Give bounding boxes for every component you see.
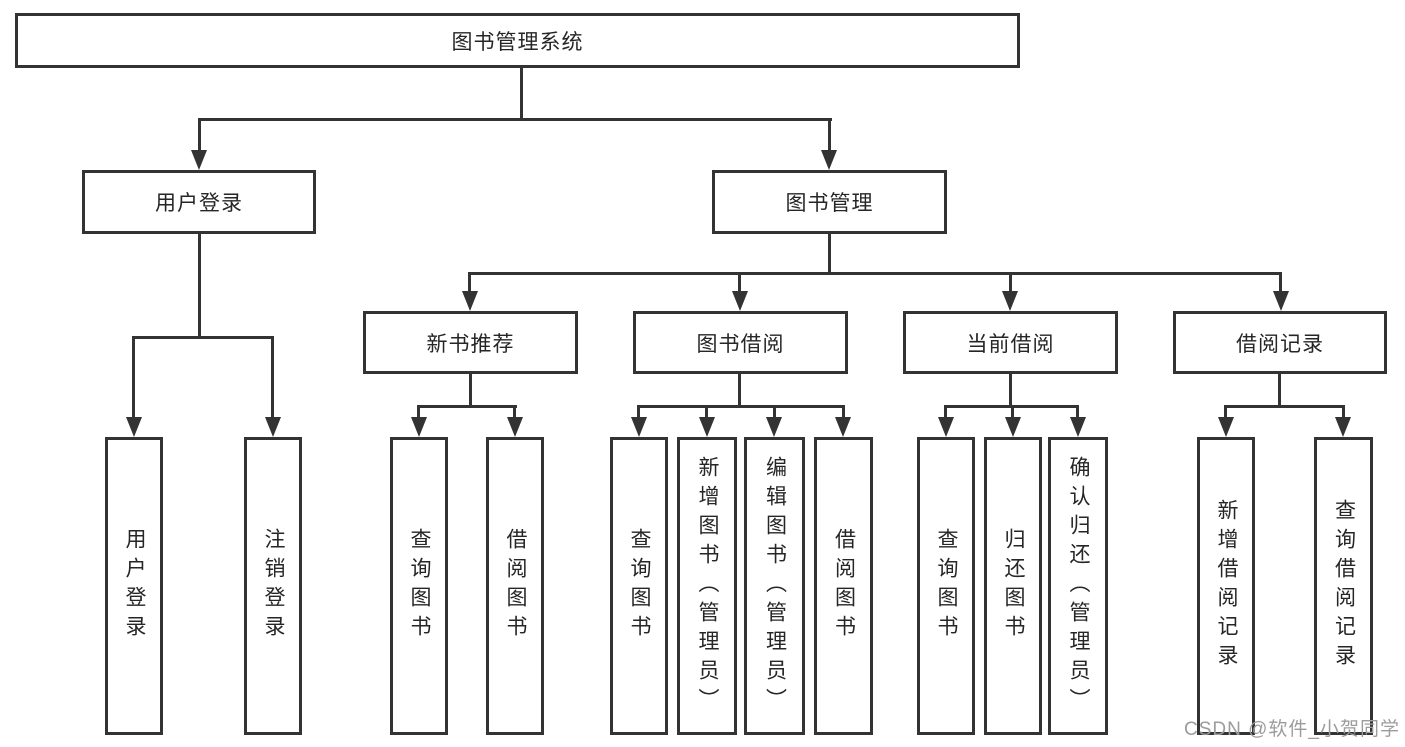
node-user-login: 用户登录 xyxy=(82,170,316,234)
leaf-add-book-admin: 新增图书（管理员） xyxy=(677,437,737,735)
arrow-down-icon xyxy=(1218,417,1234,437)
connector-line xyxy=(132,336,135,417)
leaf-logout: 注销登录 xyxy=(244,437,302,735)
connector-line xyxy=(1278,374,1281,405)
connector-line xyxy=(1224,405,1227,417)
connector-line xyxy=(132,336,274,339)
node-library-system: 图书管理系统 xyxy=(15,13,1020,68)
node-borrowing-records: 借阅记录 xyxy=(1173,311,1387,374)
connector-line xyxy=(738,272,741,291)
node-label: 图书管理系统 xyxy=(451,30,584,54)
leaf-borrow-books-2: 借阅图书 xyxy=(814,437,873,735)
node-label: 当前借阅 xyxy=(966,332,1055,356)
node-label: 图书管理 xyxy=(785,192,874,215)
node-label: 借阅图书 xyxy=(504,528,528,644)
arrow-down-icon xyxy=(191,150,207,170)
node-new-book-recommend: 新书推荐 xyxy=(363,311,578,374)
node-book-borrowing: 图书借阅 xyxy=(633,311,848,374)
node-current-borrowing: 当前借阅 xyxy=(903,311,1118,374)
connector-line xyxy=(1009,374,1012,405)
connector-line xyxy=(468,272,471,291)
connector-line xyxy=(468,272,1282,275)
connector-line xyxy=(271,336,274,417)
connector-line xyxy=(773,405,776,417)
connector-line xyxy=(1279,272,1282,291)
leaf-query-books-2: 查询图书 xyxy=(610,437,668,735)
leaf-confirm-return-admin: 确认归还（管理员） xyxy=(1048,437,1108,735)
arrow-down-icon xyxy=(1005,417,1021,437)
connector-line xyxy=(1342,405,1345,417)
arrow-down-icon xyxy=(631,417,647,437)
connector-line xyxy=(705,405,708,417)
node-label: 借阅图书 xyxy=(832,528,856,644)
watermark: CSDN @软件_小贺同学 xyxy=(1184,719,1400,740)
connector-line xyxy=(513,405,516,417)
arrow-down-icon xyxy=(1070,417,1086,437)
leaf-query-books-3: 查询图书 xyxy=(917,437,975,735)
node-label: 归还图书 xyxy=(1002,528,1026,644)
leaf-query-borrow-record: 查询借阅记录 xyxy=(1314,437,1373,735)
node-label: 查询图书 xyxy=(935,528,959,644)
node-label: 新书推荐 xyxy=(426,332,515,356)
connector-line xyxy=(198,118,832,121)
arrow-down-icon xyxy=(1273,291,1289,311)
connector-line xyxy=(520,68,523,118)
leaf-edit-book-admin: 编辑图书（管理员） xyxy=(744,437,805,735)
connector-line xyxy=(944,405,947,417)
connector-line xyxy=(417,405,420,417)
arrow-down-icon xyxy=(507,417,523,437)
connector-line xyxy=(198,118,201,150)
leaf-user-login: 用户登录 xyxy=(105,437,163,735)
arrow-down-icon xyxy=(411,417,427,437)
leaf-return-book: 归还图书 xyxy=(984,437,1042,735)
leaf-query-books: 查询图书 xyxy=(390,437,448,735)
connector-line xyxy=(1076,405,1079,417)
node-label: 编辑图书（管理员） xyxy=(763,455,787,717)
node-label: 确认归还（管理员） xyxy=(1067,455,1091,717)
node-label: 图书借阅 xyxy=(696,332,785,356)
connector-line xyxy=(637,405,640,417)
arrow-down-icon xyxy=(462,291,478,311)
connector-line xyxy=(828,234,831,272)
connector-line xyxy=(1011,405,1014,417)
node-label: 用户登录 xyxy=(123,528,147,644)
node-label: 新增图书（管理员） xyxy=(696,455,720,717)
arrow-down-icon xyxy=(1002,291,1018,311)
connector-line xyxy=(842,405,845,417)
connector-line xyxy=(469,374,472,405)
connector-line xyxy=(738,374,741,405)
node-label: 查询图书 xyxy=(628,528,652,644)
arrow-down-icon xyxy=(699,417,715,437)
arrow-down-icon xyxy=(821,150,837,170)
connector-line xyxy=(417,405,517,408)
node-book-management: 图书管理 xyxy=(712,170,947,234)
connector-line xyxy=(1009,272,1012,291)
leaf-add-borrow-record: 新增借阅记录 xyxy=(1197,437,1255,735)
arrow-down-icon xyxy=(835,417,851,437)
connector-line xyxy=(637,405,845,408)
connector-line xyxy=(198,234,201,336)
node-label: 用户登录 xyxy=(155,192,243,215)
node-label: 查询图书 xyxy=(408,528,432,644)
leaf-borrow-books: 借阅图书 xyxy=(486,437,544,735)
arrow-down-icon xyxy=(938,417,954,437)
node-label: 新增借阅记录 xyxy=(1215,499,1239,673)
node-label: 查询借阅记录 xyxy=(1332,499,1356,673)
node-label: 借阅记录 xyxy=(1236,332,1324,356)
connector-line xyxy=(828,118,831,150)
arrow-down-icon xyxy=(265,417,281,437)
arrow-down-icon xyxy=(126,417,142,437)
connector-line xyxy=(1224,405,1345,408)
arrow-down-icon xyxy=(766,417,782,437)
node-label: 注销登录 xyxy=(262,528,286,644)
arrow-down-icon xyxy=(732,291,748,311)
arrow-down-icon xyxy=(1335,417,1351,437)
